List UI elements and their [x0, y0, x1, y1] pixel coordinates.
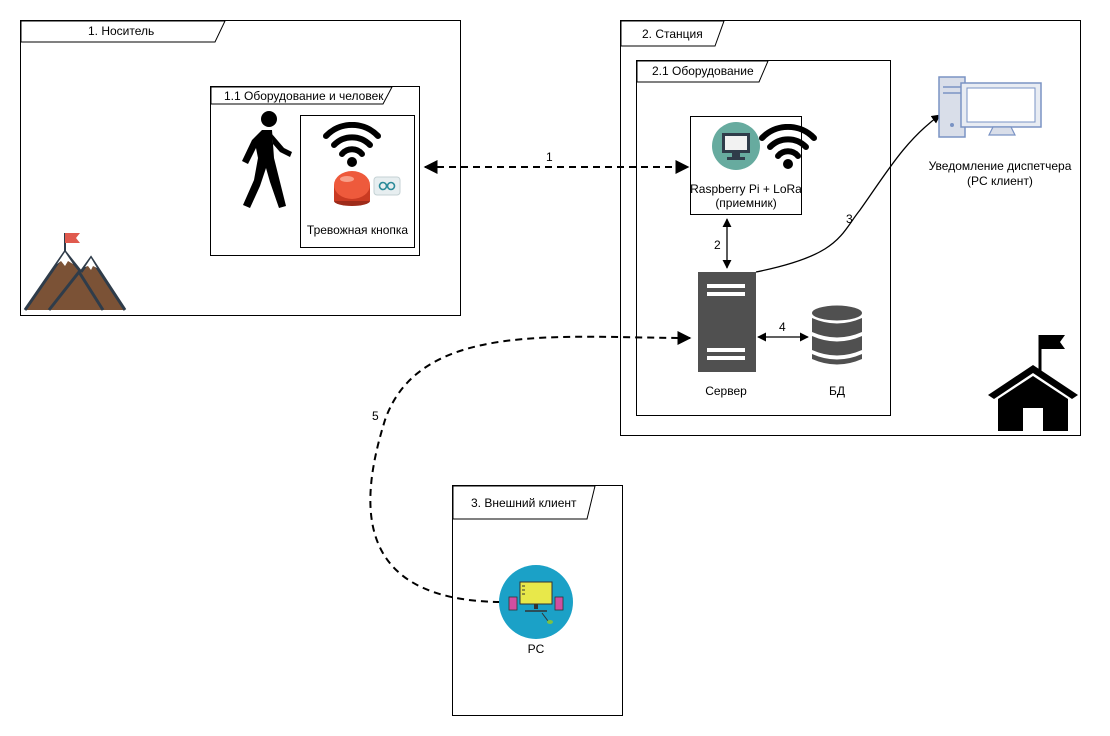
node-receiver-label-1: Raspberry Pi + LoRa: [690, 182, 802, 196]
container-carrier-tab: 1. Носитель: [21, 21, 226, 43]
container-station-tab: 2. Станция: [621, 21, 725, 47]
edge-5-line: [369, 330, 692, 603]
walking-person-icon: [242, 111, 292, 208]
node-dispatcher-label-1: Уведомление диспетчера: [928, 159, 1072, 173]
alarm-button-icon: [334, 171, 370, 206]
node-alarm-button-label: Тревожная кнопка: [306, 223, 409, 237]
container-station-equipment-title: 2.1 Оборудование: [652, 64, 754, 78]
edge-5-label: 5: [372, 409, 379, 423]
mountain-icon: [23, 233, 127, 311]
wifi-icon: [323, 122, 381, 167]
container-equipment-person-title: 1.1 Оборудование и человек: [224, 89, 384, 103]
container-external-client-title: 3. Внешний клиент: [471, 496, 577, 510]
edge-1-label: 1: [546, 150, 553, 164]
node-server-label: Сервер: [705, 384, 747, 398]
receiver-wifi-icon: [759, 124, 817, 169]
node-dispatcher-label-2: (PC клиент): [967, 174, 1033, 188]
server-icon: [698, 272, 756, 372]
edge-2-label: 2: [714, 238, 721, 252]
edge-3-label: 3: [846, 212, 853, 226]
house-icon: [988, 335, 1078, 431]
edge-3-line: [755, 114, 941, 273]
database-icon: [812, 305, 862, 365]
container-carrier-title: 1. Носитель: [88, 24, 155, 38]
arduino-icon: [373, 176, 401, 196]
edge-4-label: 4: [779, 320, 786, 334]
container-station-equipment-tab: 2.1 Оборудование: [637, 61, 769, 83]
monitor-icon: [712, 122, 760, 170]
container-station-title: 2. Станция: [642, 27, 703, 41]
node-receiver-label-2: (приемник): [715, 196, 777, 210]
node-pc-label: PC: [527, 642, 545, 656]
pc-icon: [499, 565, 573, 639]
container-external-client-tab: 3. Внешний клиент: [453, 486, 596, 520]
node-database-label: БД: [828, 384, 845, 398]
container-equipment-person-tab: 1.1 Оборудование и человек: [211, 87, 393, 105]
desktop-computer-icon: [938, 76, 1042, 138]
